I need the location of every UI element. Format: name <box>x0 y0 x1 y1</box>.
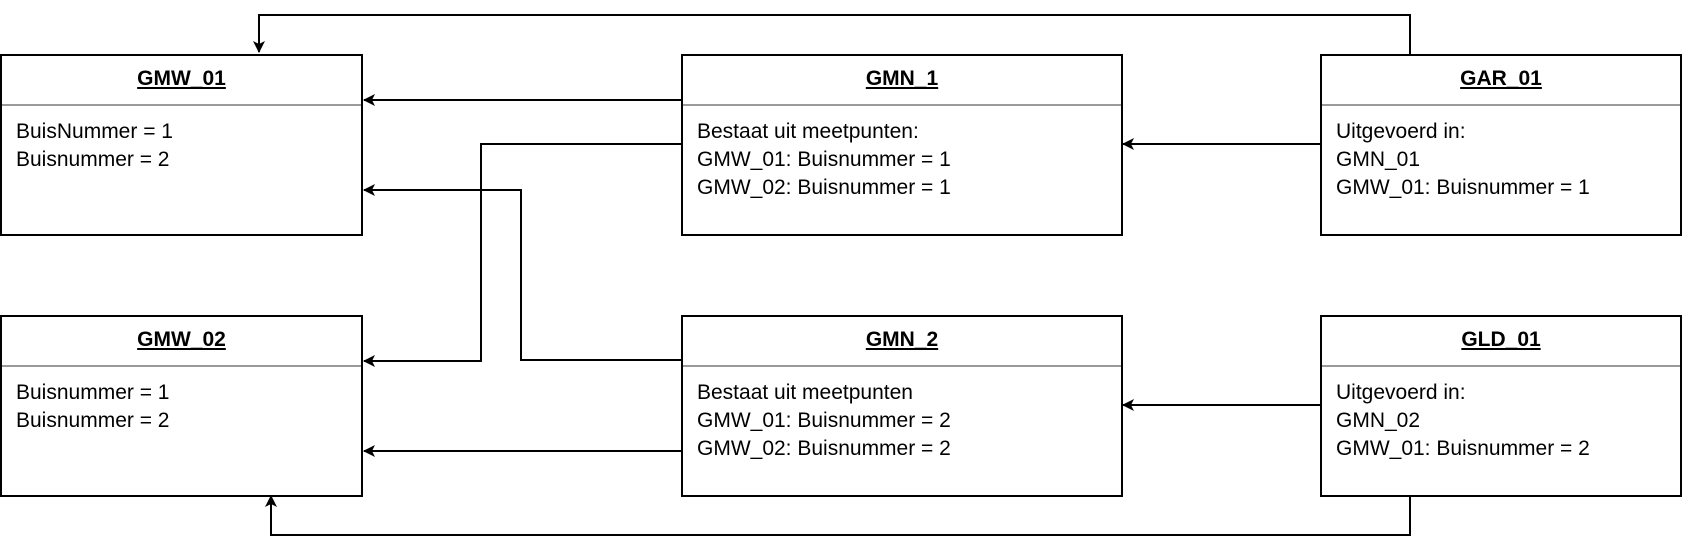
title-separator <box>1322 365 1680 367</box>
connector-gld01-to-gmw02 <box>265 495 1411 536</box>
box-text-line: GMW_01: Buisnummer = 1 <box>1336 176 1590 199</box>
box-body: Uitgevoerd in: GMN_02 GMW_01: Buisnummer… <box>1322 367 1680 463</box>
box-title: GAR_01 <box>1460 67 1542 90</box>
box-text-line: Buisnummer = 2 <box>16 409 170 432</box>
box-text-line: BuisNummer = 1 <box>16 120 173 143</box>
title-separator <box>2 104 361 106</box>
box-title: GMW_01 <box>137 67 226 90</box>
box-body: BuisNummer = 1 Buisnummer = 2 <box>2 106 361 174</box>
box-gmn-2[interactable]: GMN_2 Bestaat uit meetpunten GMW_01: Bui… <box>681 315 1123 497</box>
box-body: Uitgevoerd in: GMN_01 GMW_01: Buisnummer… <box>1322 106 1680 202</box>
title-separator <box>1322 104 1680 106</box>
box-text-line: GMW_01: Buisnummer = 1 <box>697 148 951 171</box>
box-text-line: GMW_02: Buisnummer = 2 <box>697 437 951 460</box>
title-separator <box>683 104 1121 106</box>
box-text-line: Buisnummer = 2 <box>16 148 170 171</box>
box-body: Bestaat uit meetpunten: GMW_01: Buisnumm… <box>683 106 1121 202</box>
box-title: GMW_02 <box>137 328 226 351</box>
box-title: GMN_1 <box>865 67 939 90</box>
connector-gar01-to-gmw01 <box>253 14 1411 56</box>
box-title: GMN_2 <box>865 328 939 351</box>
title-separator <box>2 365 361 367</box>
box-gmw-02[interactable]: GMW_02 Buisnummer = 1 Buisnummer = 2 <box>0 315 363 497</box>
box-title: GLD_01 <box>1461 328 1541 351</box>
box-text-line: GMN_01 <box>1336 148 1421 171</box>
box-body: Buisnummer = 1 Buisnummer = 2 <box>2 367 361 435</box>
box-text-line: GMW_01: Buisnummer = 2 <box>1336 437 1590 460</box>
box-gmw-01[interactable]: GMW_01 BuisNummer = 1 Buisnummer = 2 <box>0 54 363 236</box>
box-text-line: GMW_01: Buisnummer = 2 <box>697 409 951 432</box>
box-gar-01[interactable]: GAR_01 Uitgevoerd in: GMN_01 GMW_01: Bui… <box>1320 54 1682 236</box>
box-text-line: Uitgevoerd in: <box>1336 120 1466 143</box>
box-body: Bestaat uit meetpunten GMW_01: Buisnumme… <box>683 367 1121 463</box>
connector-gmn2-to-gmw01 <box>363 184 681 361</box>
box-text-line: GMN_02 <box>1336 409 1421 432</box>
box-gld-01[interactable]: GLD_01 Uitgevoerd in: GMN_02 GMW_01: Bui… <box>1320 315 1682 497</box>
box-text-line: Bestaat uit meetpunten: <box>697 120 919 143</box>
connector-gmn1-to-gmw02 <box>363 143 681 367</box>
box-text-line: Buisnummer = 1 <box>16 381 170 404</box>
box-text-line: GMW_02: Buisnummer = 1 <box>697 176 951 199</box>
title-separator <box>683 365 1121 367</box>
box-text-line: Uitgevoerd in: <box>1336 381 1466 404</box>
box-text-line: Bestaat uit meetpunten <box>697 381 913 404</box>
box-gmn-1[interactable]: GMN_1 Bestaat uit meetpunten: GMW_01: Bu… <box>681 54 1123 236</box>
